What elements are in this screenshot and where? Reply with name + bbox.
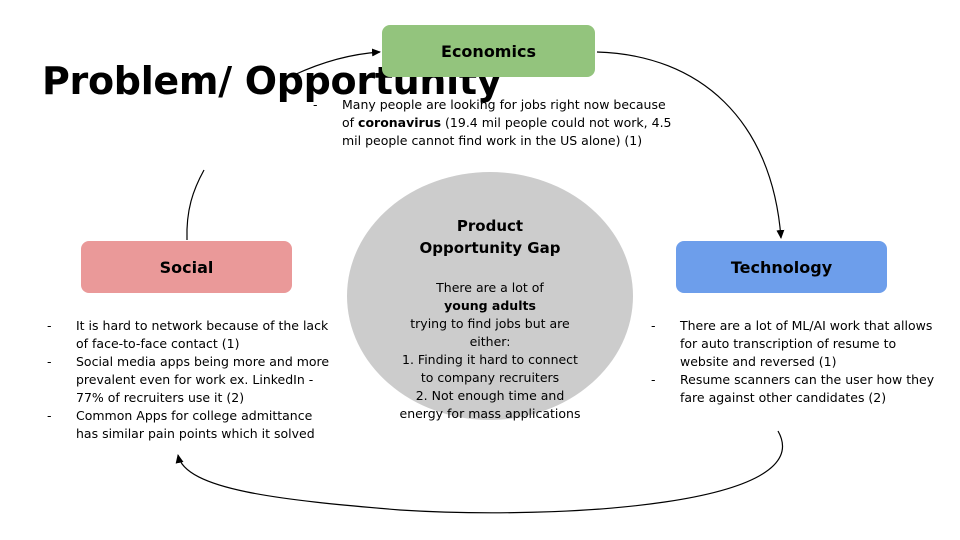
social-bullet-3: Common Apps for college admittance has s…: [47, 407, 337, 443]
social-bullets: It is hard to network because of the lac…: [47, 317, 337, 443]
line-social-to-title: [186, 169, 205, 241]
social-bullet-1: It is hard to network because of the lac…: [47, 317, 337, 353]
economics-bullet-1: Many people are looking for jobs right n…: [313, 96, 673, 150]
opportunity-gap-text: There are a lot of young adults trying t…: [395, 279, 585, 423]
gap-intro: There are a lot of young adults trying t…: [410, 280, 570, 349]
arrow-economics-to-technology: [596, 51, 785, 239]
social-label: Social: [159, 257, 214, 277]
opportunity-gap-circle: Product Opportunity Gap There are a lot …: [347, 172, 633, 423]
technology-bullets: There are a lot of ML/AI work that allow…: [651, 317, 941, 407]
arrow-technology-to-social: [175, 430, 783, 514]
gap-point-1: 1. Finding it hard to connect to company…: [402, 352, 578, 385]
technology-bullet-1: There are a lot of ML/AI work that allow…: [651, 317, 941, 371]
social-box: Social: [81, 241, 292, 293]
gap-point-2: 2. Not enough time and energy for mass a…: [399, 388, 581, 421]
technology-bullet-2: Resume scanners can the user how they fa…: [651, 371, 941, 407]
economics-label: Economics: [441, 41, 536, 61]
arrow-title-to-economics: [293, 48, 381, 76]
economics-box: Economics: [382, 25, 595, 77]
technology-box: Technology: [676, 241, 887, 293]
economics-bullets: Many people are looking for jobs right n…: [313, 96, 673, 150]
technology-label: Technology: [730, 257, 833, 277]
social-bullet-2: Social media apps being more and more pr…: [47, 353, 337, 407]
opportunity-gap-title: Product Opportunity Gap: [419, 217, 561, 257]
